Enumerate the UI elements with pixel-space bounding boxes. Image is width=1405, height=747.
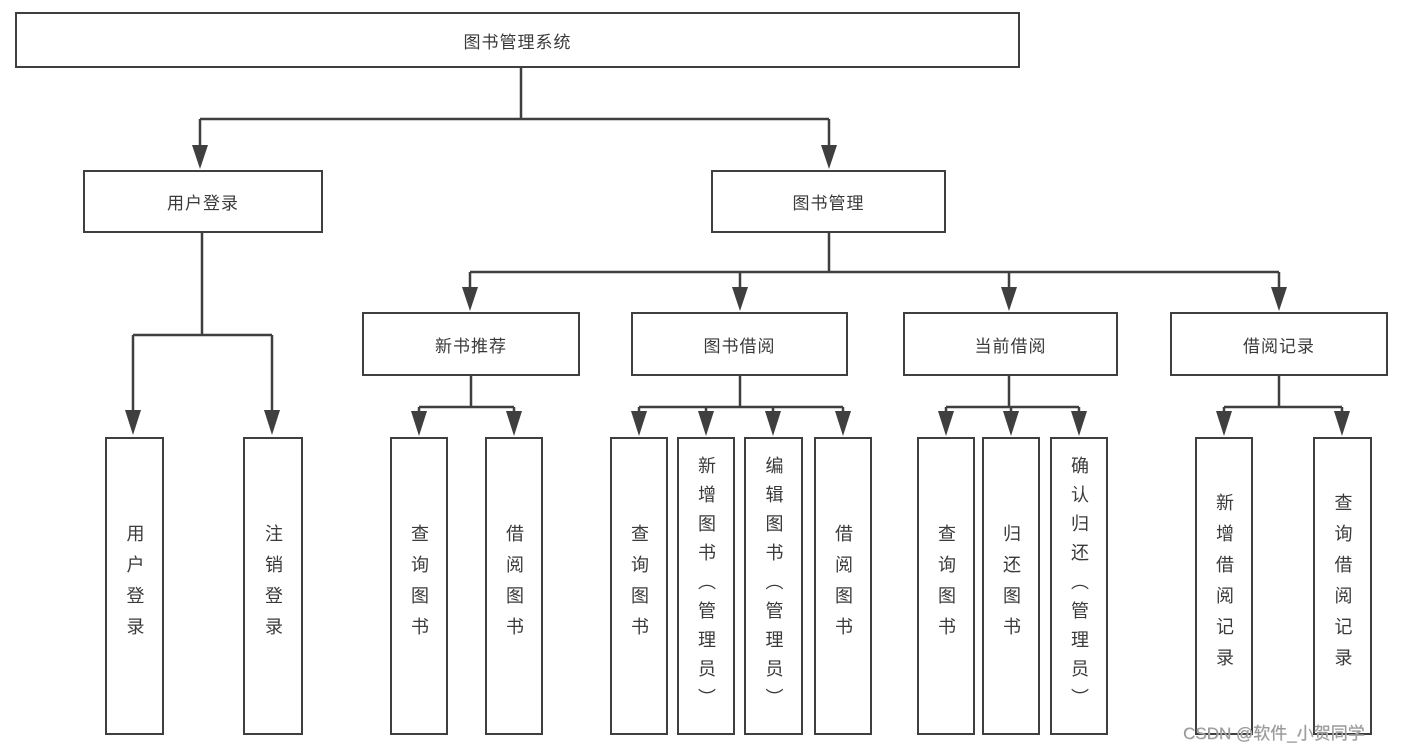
node-new-book-recommend: 新书推荐 bbox=[362, 312, 580, 376]
connector-book-management bbox=[462, 233, 1287, 311]
node-label: 当前借阅 bbox=[974, 336, 1047, 356]
node-leaf-return-book: 归还图书 bbox=[982, 437, 1040, 735]
node-label: 归还图书 bbox=[1001, 524, 1021, 648]
node-label: 图书管理 bbox=[792, 194, 865, 213]
arrow-down-icon bbox=[462, 287, 478, 311]
node-label: 用户登录 bbox=[167, 194, 239, 213]
node-leaf-query-books-borrow: 查询图书 bbox=[610, 437, 668, 735]
arrow-down-icon bbox=[1001, 287, 1017, 311]
node-leaf-logout: 注销登录 bbox=[243, 437, 303, 735]
arrow-down-icon bbox=[821, 145, 837, 169]
node-label: 编辑图书（管理员） bbox=[763, 455, 784, 717]
connector-borrow-records bbox=[1216, 376, 1350, 436]
connector-new-book-recommend bbox=[411, 376, 522, 436]
node-book-borrow: 图书借阅 bbox=[631, 312, 848, 376]
node-label: 查询借阅记录 bbox=[1332, 493, 1353, 679]
node-label: 查询图书 bbox=[629, 524, 649, 648]
arrow-down-icon bbox=[1071, 411, 1087, 436]
arrow-down-icon bbox=[192, 145, 208, 169]
node-label: 新书推荐 bbox=[435, 336, 507, 356]
node-label: 借阅记录 bbox=[1243, 336, 1315, 356]
arrow-down-icon bbox=[506, 411, 522, 436]
node-label: 图书管理系统 bbox=[463, 32, 572, 52]
arrow-down-icon bbox=[938, 411, 954, 436]
node-leaf-query-books-recommend: 查询图书 bbox=[390, 437, 448, 735]
arrow-down-icon bbox=[1271, 287, 1287, 311]
node-label: 查询图书 bbox=[409, 524, 429, 648]
arrow-down-icon bbox=[698, 411, 714, 436]
arrow-down-icon bbox=[125, 410, 141, 435]
node-leaf-borrow-books-recommend: 借阅图书 bbox=[485, 437, 543, 735]
node-label: 图书借阅 bbox=[703, 336, 776, 356]
arrow-down-icon bbox=[765, 411, 781, 436]
node-borrow-records: 借阅记录 bbox=[1170, 312, 1388, 376]
arrow-down-icon bbox=[631, 411, 647, 436]
connector-book-borrow bbox=[631, 376, 851, 436]
arrow-down-icon bbox=[732, 287, 748, 311]
arrow-down-icon bbox=[1216, 411, 1232, 436]
node-label: 借阅图书 bbox=[504, 524, 524, 648]
connector-root bbox=[192, 68, 837, 169]
node-leaf-add-book-admin: 新增图书（管理员） bbox=[677, 437, 735, 735]
node-label: 新增图书（管理员） bbox=[696, 455, 716, 717]
node-leaf-borrow-books: 借阅图书 bbox=[814, 437, 872, 735]
node-label: 借阅图书 bbox=[833, 524, 853, 648]
node-label: 新增借阅记录 bbox=[1214, 493, 1234, 679]
node-leaf-add-borrow-record: 新增借阅记录 bbox=[1195, 437, 1253, 735]
node-current-borrow: 当前借阅 bbox=[903, 312, 1118, 376]
arrow-down-icon bbox=[835, 411, 851, 436]
node-book-management: 图书管理 bbox=[711, 170, 946, 233]
csdn-watermark: CSDN @软件_小贺同学 bbox=[1183, 724, 1365, 743]
arrow-down-icon bbox=[1003, 411, 1019, 436]
node-label: 注销登录 bbox=[263, 524, 283, 648]
node-user-login: 用户登录 bbox=[83, 170, 323, 233]
node-label: 用户登录 bbox=[124, 524, 145, 648]
arrow-down-icon bbox=[1334, 411, 1350, 436]
node-leaf-user-login: 用户登录 bbox=[105, 437, 164, 735]
node-leaf-edit-book-admin: 编辑图书（管理员） bbox=[744, 437, 803, 735]
connector-user-login bbox=[125, 233, 280, 435]
node-leaf-query-books-current: 查询图书 bbox=[917, 437, 975, 735]
node-label: 查询图书 bbox=[936, 524, 956, 648]
connector-current-borrow bbox=[938, 376, 1087, 436]
arrow-down-icon bbox=[411, 411, 427, 436]
node-library-management-system: 图书管理系统 bbox=[15, 12, 1020, 68]
node-leaf-confirm-return-admin: 确认归还（管理员） bbox=[1050, 437, 1108, 735]
node-leaf-query-borrow-record: 查询借阅记录 bbox=[1313, 437, 1372, 735]
node-label: 确认归还（管理员） bbox=[1069, 455, 1089, 717]
arrow-down-icon bbox=[264, 410, 280, 435]
